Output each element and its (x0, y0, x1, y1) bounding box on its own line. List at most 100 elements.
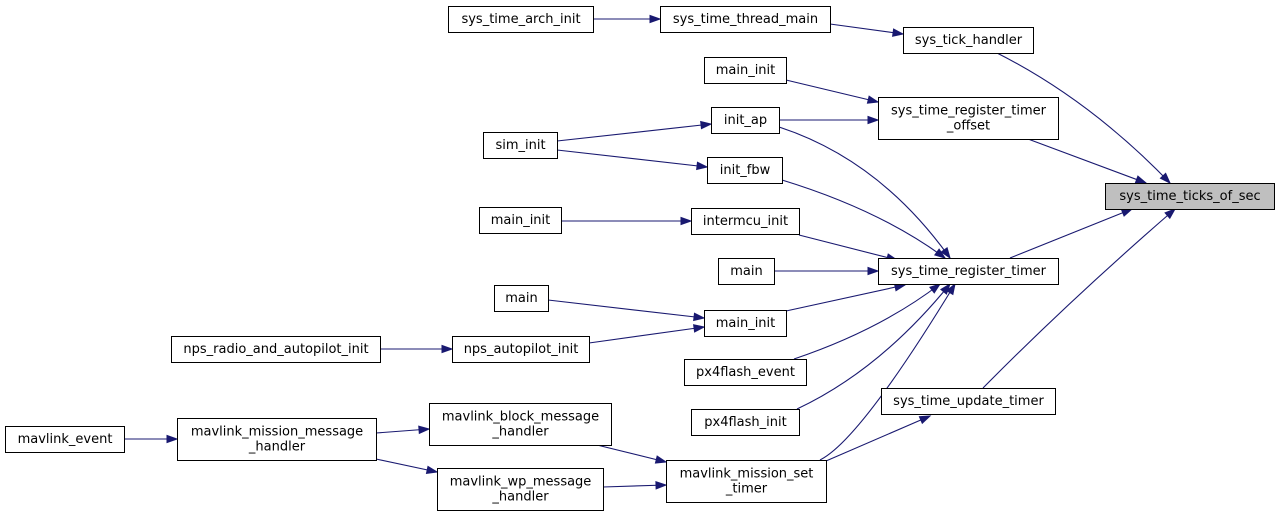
node-sys-time-ticks-of-sec[interactable]: sys_time_ticks_of_sec (1105, 183, 1275, 210)
edge-line (796, 283, 951, 410)
node-main-init-a[interactable]: main_init (704, 57, 787, 84)
edge-mavlink_wp_message_handler-to-mavlink_mission_set_timer (602, 481, 668, 490)
node-box[interactable] (691, 208, 800, 235)
edge-sys_tick_handler-to-sys_time_ticks_of_sec (996, 52, 1172, 185)
edge-arrowhead (867, 115, 880, 125)
node-box[interactable] (704, 57, 787, 84)
node-label: nps_autopilot_init (464, 342, 579, 357)
edge-line (1009, 208, 1133, 259)
node-mavlink-event[interactable]: mavlink_event (5, 426, 125, 453)
edge-sys_time_arch_init-to-sys_time_thread_main (593, 14, 662, 24)
node-box[interactable] (479, 207, 562, 234)
node-box[interactable] (483, 132, 558, 159)
node-label: sys_time_thread_main (673, 12, 818, 27)
node-box[interactable] (718, 258, 775, 285)
node-box[interactable] (1105, 183, 1275, 210)
node-label: sys_time_arch_init (461, 12, 580, 27)
edge-mavlink_mission_set_timer-to-sys_time_register_timer (819, 282, 956, 461)
node-box[interactable] (691, 409, 800, 436)
node-box[interactable] (5, 426, 125, 453)
node-label: px4flash_init (704, 415, 786, 430)
node-label: sys_time_register_timer (891, 104, 1047, 119)
node-box[interactable] (171, 336, 381, 363)
node-box[interactable] (711, 107, 780, 134)
node-box[interactable] (878, 258, 1059, 285)
node-label: mavlink_mission_message (191, 425, 363, 440)
node-label: _handler (491, 490, 549, 505)
node-intermcu-init[interactable]: intermcu_init (691, 208, 800, 235)
node-sys-time-thread-main[interactable]: sys_time_thread_main (660, 6, 831, 33)
node-label: nps_radio_and_autopilot_init (183, 342, 368, 357)
node-label: sys_time_ticks_of_sec (1119, 189, 1260, 204)
node-sys-time-register-timer-offset[interactable]: sys_time_register_timer_offset (878, 97, 1059, 140)
node-sys-tick-handler[interactable]: sys_tick_handler (903, 27, 1034, 54)
node-box[interactable] (707, 157, 783, 184)
edge-arrowhead (1164, 208, 1177, 220)
node-box[interactable] (903, 27, 1034, 54)
edge-line (602, 484, 667, 488)
node-sys-time-arch-init[interactable]: sys_time_arch_init (448, 6, 594, 33)
edge-arrowhead (441, 344, 454, 354)
node-sys-time-register-timer[interactable]: sys_time_register_timer (878, 258, 1059, 285)
node-box[interactable] (666, 460, 827, 503)
edge-sim_init-to-init_fbw (556, 149, 709, 171)
edge-line (785, 284, 906, 312)
node-nps-autopilot-init[interactable]: nps_autopilot_init (452, 336, 590, 363)
node-main-init-c[interactable]: main_init (704, 310, 787, 337)
node-mavlink-mission-set-timer[interactable]: mavlink_mission_set_timer (666, 460, 827, 503)
edge-nps_radio_and_autopilot_init-to-nps_autopilot_init (380, 344, 454, 354)
node-label: main (730, 264, 762, 279)
node-box[interactable] (684, 359, 807, 386)
node-box[interactable] (494, 285, 549, 312)
edge-line (793, 283, 941, 360)
node-sim-init[interactable]: sim_init (483, 132, 558, 159)
node-box[interactable] (437, 468, 604, 511)
edge-main_init_c-to-sys_time_register_timer (785, 283, 907, 312)
edge-arrowhead (680, 216, 693, 226)
node-box[interactable] (878, 97, 1059, 140)
edge-arrowhead (654, 455, 668, 464)
node-box[interactable] (660, 6, 831, 33)
node-mavlink-block-message-handler[interactable]: mavlink_block_message_handler (429, 403, 612, 446)
edge-mavlink_mission_message_handler-to-mavlink_wp_message_handler (375, 458, 439, 475)
edge-main_a-to-sys_time_register_timer (774, 266, 880, 276)
node-mavlink-mission-message-handler[interactable]: mavlink_mission_message_handler (177, 418, 377, 461)
node-init-fbw[interactable]: init_fbw (707, 157, 783, 184)
node-main-a[interactable]: main (718, 258, 775, 285)
node-box[interactable] (448, 6, 594, 33)
node-box[interactable] (452, 336, 590, 363)
node-label: sys_tick_handler (915, 33, 1023, 48)
edge-arrowhead (418, 425, 431, 435)
node-box[interactable] (429, 403, 612, 446)
edge-line (996, 52, 1171, 184)
edge-arrowhead (655, 481, 668, 490)
node-sys-time-update-timer[interactable]: sys_time_update_timer (881, 388, 1056, 415)
edge-intermcu_init-to-sys_time_register_timer (798, 234, 899, 262)
node-box[interactable] (881, 388, 1056, 415)
edge-arrowhead (700, 120, 713, 130)
edge-arrowhead (166, 434, 179, 444)
node-main-b[interactable]: main (494, 285, 549, 312)
edge-line (556, 149, 708, 168)
node-mavlink-wp-message-handler[interactable]: mavlink_wp_message_handler (437, 468, 604, 511)
node-label: main_init (716, 63, 776, 78)
edge-line (588, 326, 705, 344)
node-label: init_fbw (720, 163, 771, 178)
node-box[interactable] (177, 418, 377, 461)
edge-line (819, 283, 956, 461)
edge-arrowhead (867, 266, 880, 276)
node-main-init-b[interactable]: main_init (479, 207, 562, 234)
node-box[interactable] (704, 310, 787, 337)
node-label: mavlink_event (18, 432, 113, 447)
node-px4flash-event[interactable]: px4flash_event (684, 359, 807, 386)
node-init-ap[interactable]: init_ap (711, 107, 780, 134)
edge-mavlink_block_message_handler-to-mavlink_mission_set_timer (596, 444, 668, 464)
node-label: px4flash_event (696, 365, 795, 380)
edge-main_b-to-main_init_c (547, 299, 706, 322)
node-px4flash-init[interactable]: px4flash_init (691, 409, 800, 436)
edge-arrowhead (693, 324, 706, 333)
node-nps-radio-and-autopilot-init[interactable]: nps_radio_and_autopilot_init (171, 336, 381, 363)
edge-arrowhead (696, 161, 709, 171)
node-label: mavlink_wp_message (450, 475, 592, 490)
